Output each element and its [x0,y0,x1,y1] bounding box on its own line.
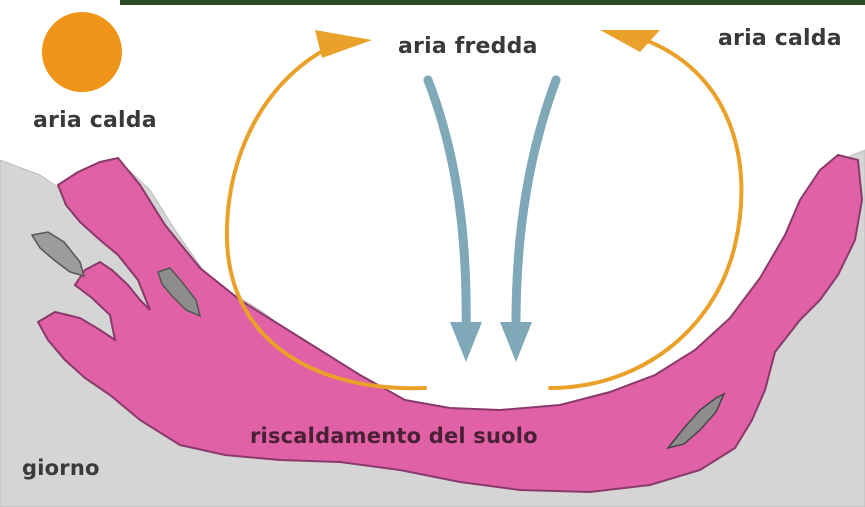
cold-air-arrow-left [428,80,466,335]
ground-heating-label: riscaldamento del suolo [250,424,538,448]
cold-air-label: aria fredda [398,34,538,59]
top-photo-strip [120,0,865,5]
warm-air-arrowhead-left [315,30,372,58]
cold-air-arrowhead-left [450,322,482,362]
cold-air-arrow-right [516,80,556,335]
warm-air-label-right: aria calda [718,26,842,51]
sun-icon [42,12,122,92]
warm-air-label-left: aria calda [33,108,157,133]
time-of-day-label: giorno [22,456,100,480]
cold-air-arrowhead-right [500,322,532,362]
